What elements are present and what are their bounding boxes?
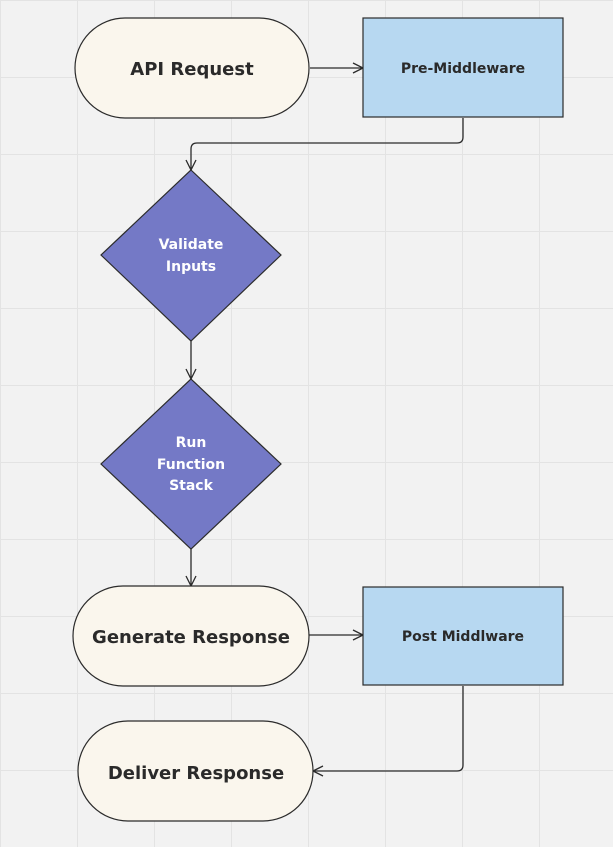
node-pre-middleware-label: Pre-Middleware bbox=[401, 61, 525, 77]
node-api-request-label: API Request bbox=[130, 59, 254, 80]
node-validate-inputs[interactable]: Validate Inputs bbox=[100, 169, 282, 342]
node-pre-middleware[interactable]: Pre-Middleware bbox=[362, 17, 564, 118]
node-validate-inputs-label-line-2: Inputs bbox=[166, 259, 216, 275]
node-validate-inputs-label-line-1: Validate bbox=[159, 237, 224, 253]
node-deliver-response-label: Deliver Response bbox=[108, 763, 284, 784]
edge-post-middleware-to-deliver-response bbox=[313, 686, 464, 771]
node-generate-response[interactable]: Generate Response bbox=[72, 585, 310, 687]
node-run-function-stack-label-line-2: Function bbox=[157, 457, 225, 473]
node-post-middleware[interactable]: Post Middlware bbox=[362, 586, 564, 686]
node-deliver-response[interactable]: Deliver Response bbox=[77, 720, 314, 822]
node-run-function-stack-label-line-3: Stack bbox=[169, 478, 214, 494]
edge-pre-middleware-to-validate-inputs bbox=[191, 118, 464, 170]
node-run-function-stack-label-line-1: Run bbox=[176, 435, 207, 451]
node-api-request[interactable]: API Request bbox=[74, 17, 310, 119]
node-run-function-stack[interactable]: Run Function Stack bbox=[100, 378, 282, 550]
node-post-middleware-label: Post Middlware bbox=[402, 629, 524, 645]
node-generate-response-label: Generate Response bbox=[92, 627, 290, 648]
